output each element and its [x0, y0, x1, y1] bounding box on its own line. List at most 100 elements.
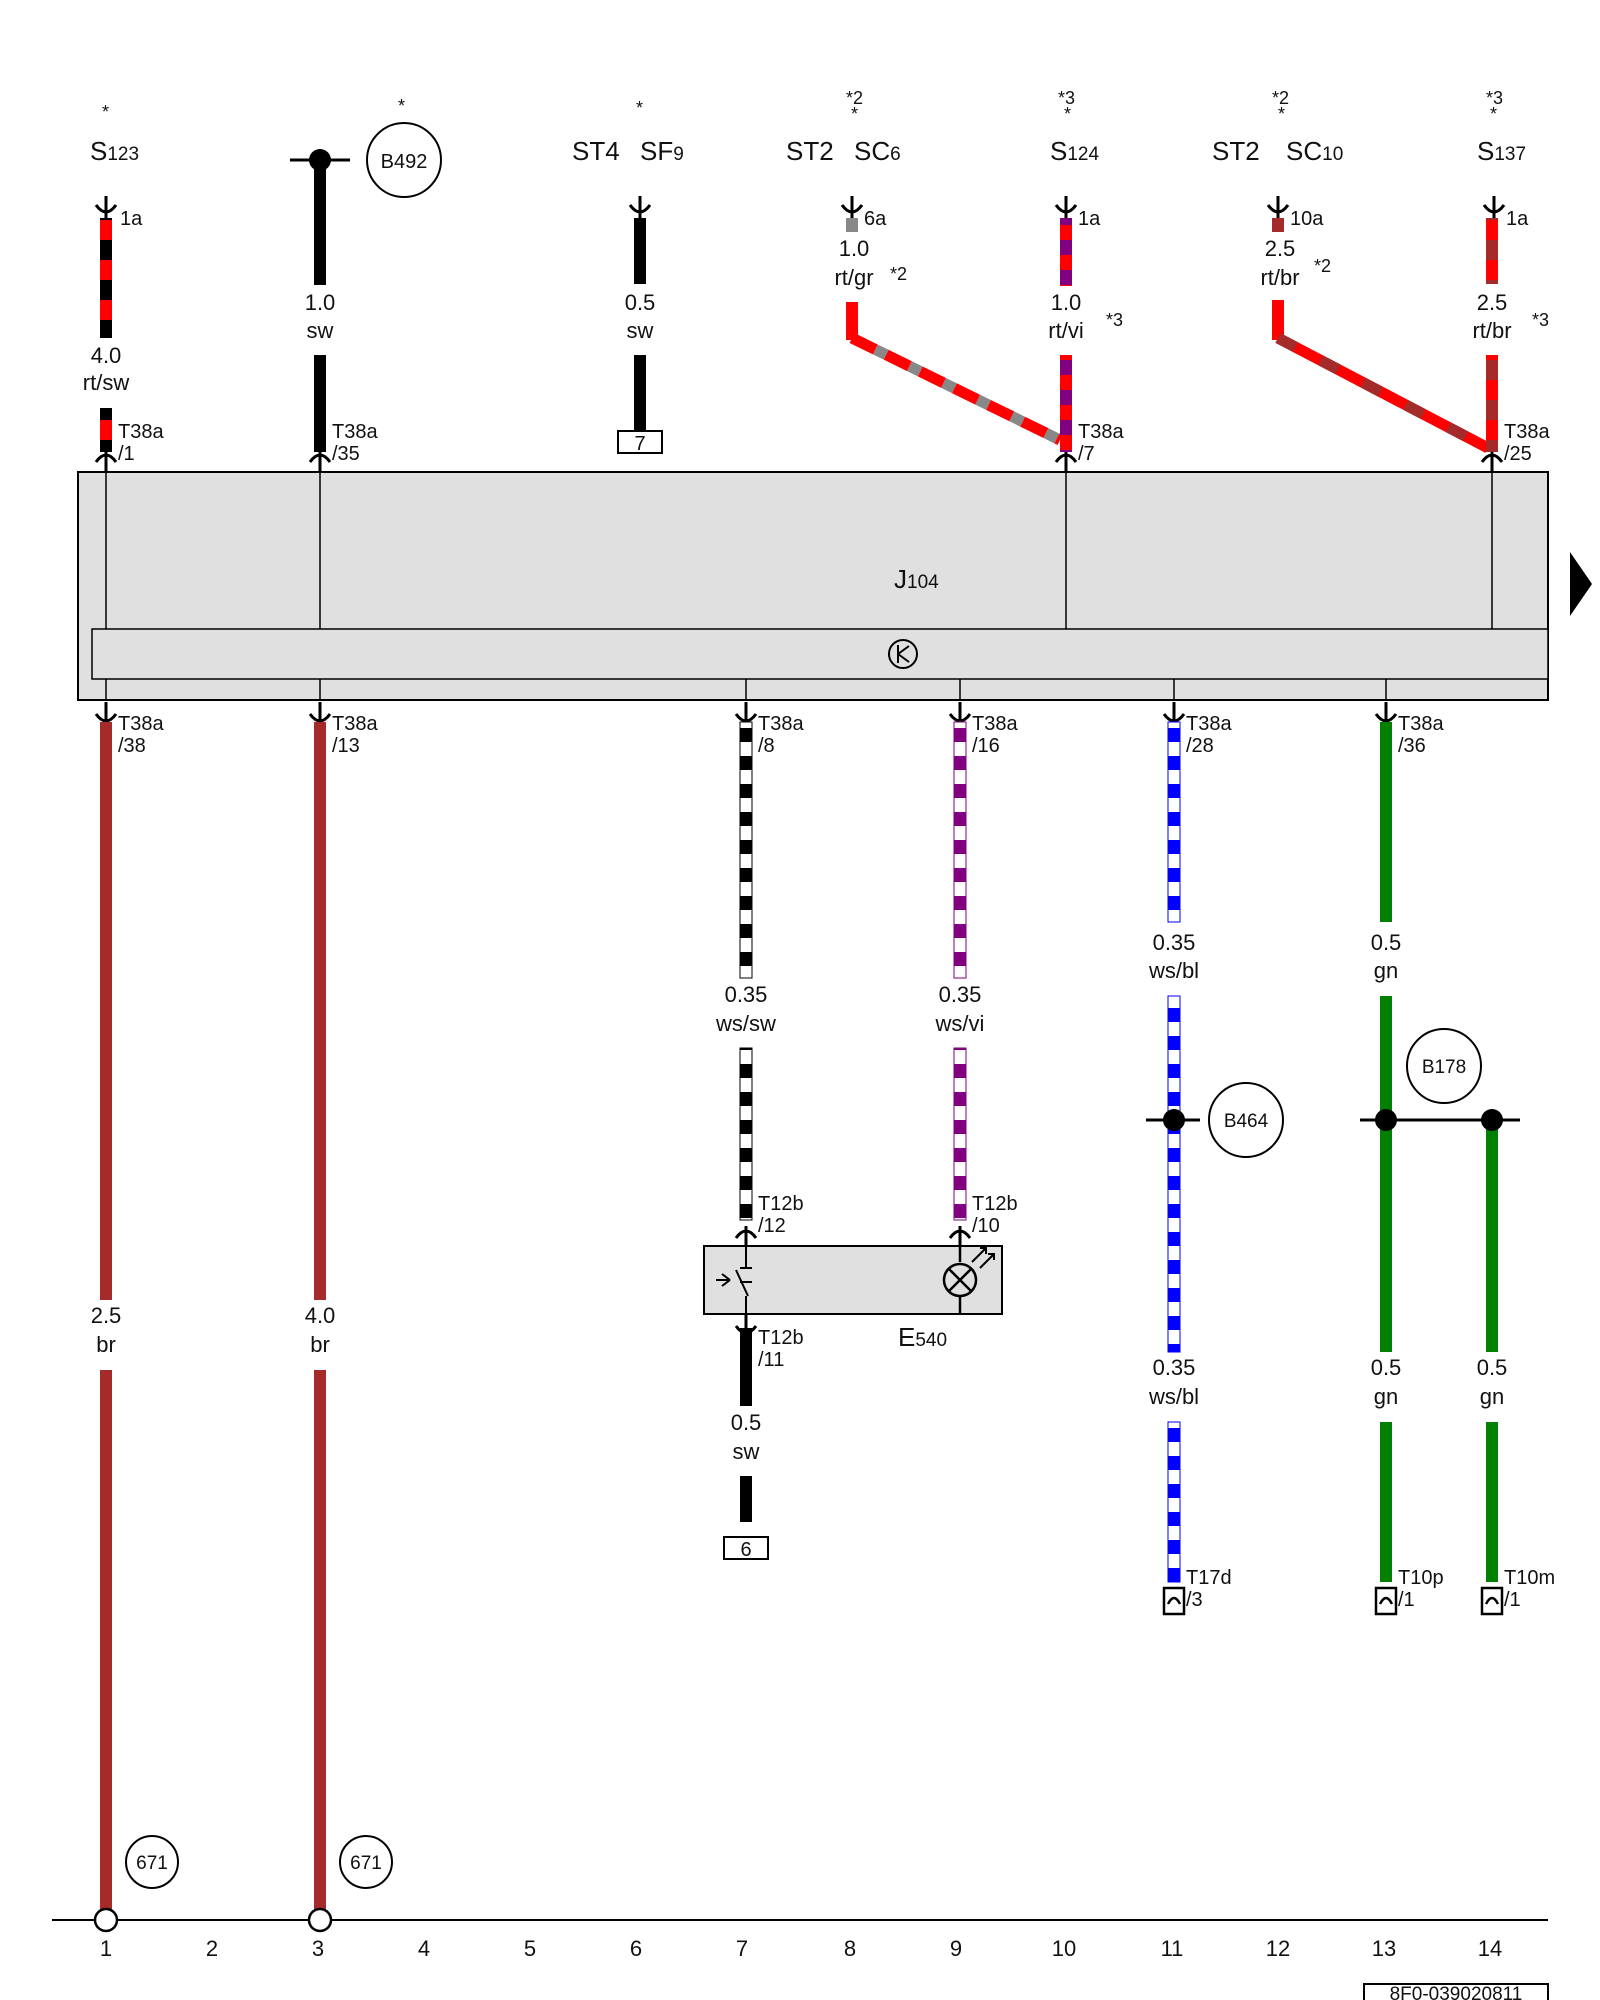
wire-size: 0.5: [1371, 1355, 1402, 1380]
wire-size: 1.0: [1051, 290, 1082, 315]
fuse-sub: 10: [1322, 144, 1343, 165]
svg-text:SF9: SF9: [640, 136, 684, 166]
wire-sw: [314, 165, 326, 285]
connector-pin: /11: [758, 1349, 784, 1371]
bottom-connector-labels: T38a /38 T38a /13 T38a /8 T38a /16 T38a …: [118, 713, 1444, 757]
connector-pin: /8: [758, 735, 775, 757]
wire-size: 0.5: [1371, 930, 1402, 955]
wire-size: 0.5: [625, 290, 656, 315]
option-note: *3: [1106, 310, 1123, 330]
lamp-icon: [942, 1246, 995, 1314]
connector-icon: [734, 1314, 758, 1335]
column-number: 8: [844, 1936, 856, 1961]
wire-br: [314, 1370, 326, 1910]
wire-size: 0.35: [725, 982, 768, 1007]
wire-rt-gr-diagonal: [849, 333, 1063, 445]
column-number: 13: [1372, 1936, 1396, 1961]
column-number: 12: [1266, 1936, 1290, 1961]
wire-color: ws/bl: [1148, 1384, 1199, 1409]
connector-name: T38a: [1078, 421, 1124, 443]
plug-icon: [1480, 1586, 1504, 1616]
ground-bus: [52, 1907, 1548, 1933]
connector-pin: /16: [972, 735, 1000, 757]
component-label: S: [1477, 136, 1494, 166]
lower-wires: [100, 721, 1498, 1910]
wire-sw: [740, 1328, 752, 1406]
fuse-holder-label: ST2: [1212, 136, 1260, 166]
wire-color: gn: [1374, 958, 1398, 983]
terminal-icon: [840, 196, 864, 218]
terminal-icon: [628, 196, 652, 218]
connector-icon: [94, 702, 118, 723]
ground-point-circle: [366, 122, 442, 198]
connector-name: T38a: [118, 421, 164, 443]
wire-br: [100, 1370, 112, 1910]
fuse-pin-label: 1a: [120, 208, 143, 230]
svg-text:S137: S137: [1477, 136, 1526, 166]
ground-point-label: B492: [381, 151, 428, 173]
connector-name: T12b: [758, 1193, 804, 1215]
fuse-label: SC: [1286, 136, 1322, 166]
switch-contact-icon: [716, 1246, 752, 1314]
column-number: 14: [1478, 1936, 1502, 1961]
column-numbers: 1 2 3 4 5 6 7 8 9 10 11 12 13 14: [100, 1936, 1502, 1961]
bottom-connector-symbols: [94, 702, 1398, 723]
wire-rt-br: [1272, 300, 1284, 340]
ground-ref-671-col1: 671: [125, 1835, 179, 1889]
svg-text:S123: S123: [90, 136, 139, 166]
fuse-pin-label: 1a: [1506, 208, 1529, 230]
svg-text:S124: S124: [1050, 136, 1099, 166]
wire-color: gn: [1480, 1384, 1504, 1409]
option-mark: *: [1278, 104, 1285, 124]
wire-size: 0.35: [1153, 1355, 1196, 1380]
wire-rt-sw: [100, 218, 112, 338]
continuation-ref-6: 6: [723, 1536, 769, 1561]
component-sub: 124: [1067, 144, 1099, 165]
fuse-holder-label: ST2: [786, 136, 834, 166]
connector-name: T38a: [118, 713, 164, 735]
wire-ws-vi: [953, 1047, 967, 1221]
fuse-pin-label: 1a: [1078, 208, 1101, 230]
footer-code: 8F0-039020811: [1390, 1984, 1523, 2000]
connector-name: T17d: [1186, 1567, 1232, 1589]
fuse-holder-label: ST4: [572, 136, 620, 166]
wire-br: [100, 722, 112, 1300]
connector-name: T38a: [1504, 421, 1550, 443]
wire-color: gn: [1374, 1384, 1398, 1409]
connector-pin: /7: [1078, 443, 1095, 465]
wire-rt-vi: [1060, 218, 1072, 286]
connector-name: T38a: [332, 421, 378, 443]
option-note: *3: [1532, 310, 1549, 330]
component-sub: 137: [1494, 144, 1526, 165]
wire-ws-sw: [739, 721, 753, 979]
terminal-icon: [1266, 196, 1290, 218]
connector-name: T38a: [758, 713, 804, 735]
wire-color: ws/bl: [1148, 958, 1199, 983]
switch-e540: E540: [703, 1245, 1003, 1352]
ground-ref-label: 671: [350, 1853, 382, 1874]
svg-text:J104: J104: [894, 564, 939, 594]
connector-name: T12b: [758, 1327, 804, 1349]
module-sub: 104: [907, 572, 939, 593]
option-mark: *: [102, 102, 109, 122]
continuation-arrow-icon: [1570, 552, 1592, 616]
connector-pin: /28: [1186, 735, 1214, 757]
connector-icon: [1162, 702, 1186, 723]
wire-rt-br: [1486, 218, 1498, 284]
ground-ref-671-col3: 671: [339, 1835, 393, 1889]
svg-text:SC10: SC10: [1286, 136, 1343, 166]
wire-rt-br: [1486, 355, 1498, 452]
junction-label: B178: [1422, 1057, 1466, 1078]
connector-pin: /3: [1186, 1589, 1203, 1611]
wire-size: 2.5: [91, 1303, 122, 1328]
wire-color: sw: [627, 318, 654, 343]
wire-ws-bl: [1167, 721, 1181, 923]
svg-text:E540: E540: [898, 1322, 947, 1352]
connector-icon: [1374, 702, 1398, 723]
top-connector-symbols: [94, 452, 1504, 472]
column-number: 6: [630, 1936, 642, 1961]
terminal-icon: [1482, 196, 1506, 218]
wire-gn: [1380, 996, 1392, 1352]
wire-color: rt/br: [1260, 265, 1299, 290]
